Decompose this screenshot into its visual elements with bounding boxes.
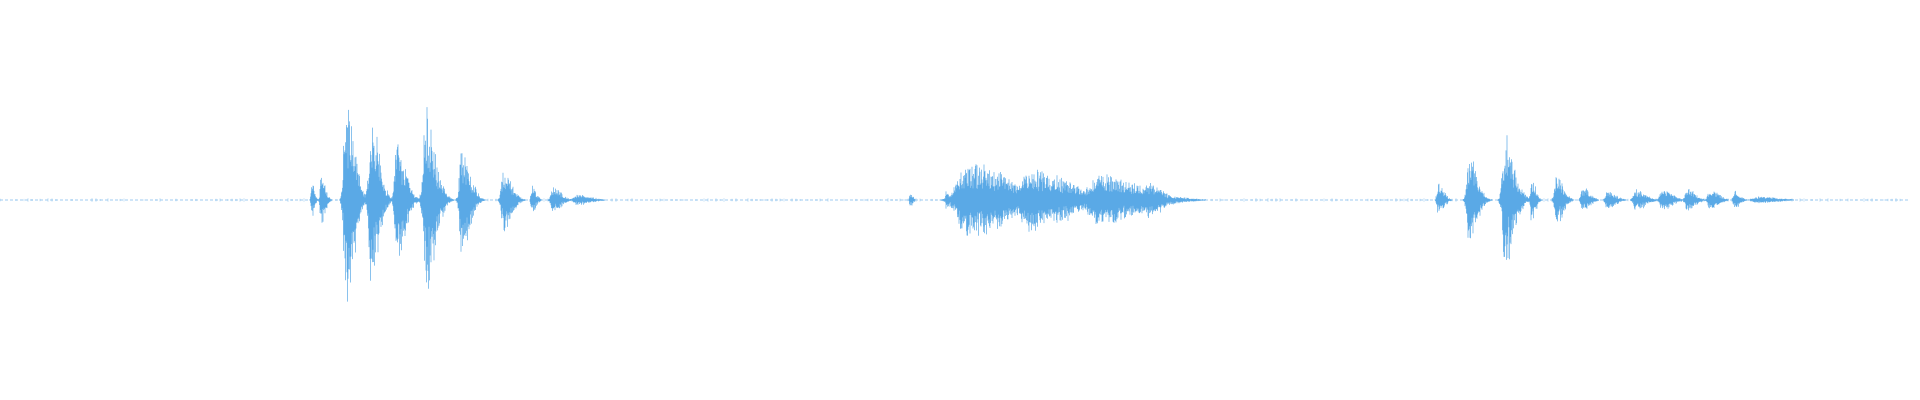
- burst-2-region: [912, 156, 1159, 244]
- burst-3-region: [1435, 116, 1768, 284]
- waveform-samples: [0, 76, 1901, 324]
- waveform-noise-floor: [0, 198, 1901, 202]
- burst-1-region: [314, 76, 580, 324]
